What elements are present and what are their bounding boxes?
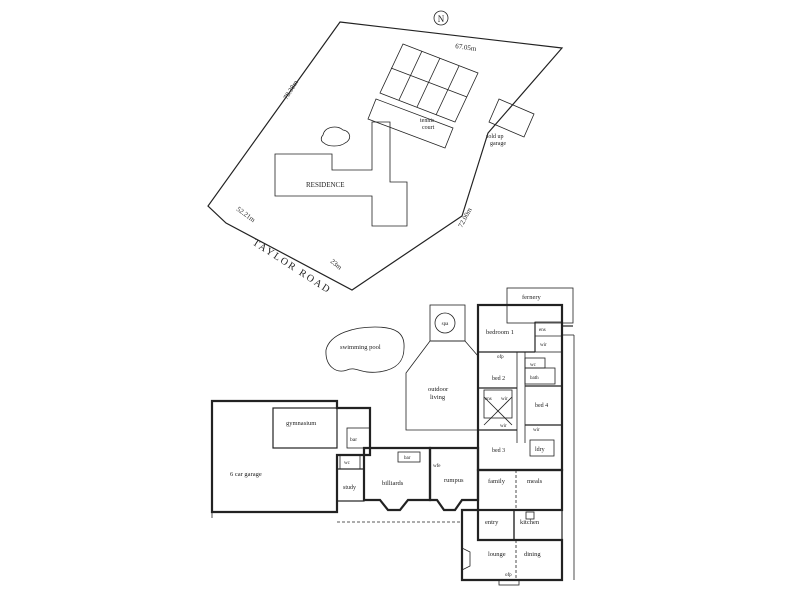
site-plan: N 67.05m 78.38m 52.21m 72.00m 23m TAYLOR… [207, 10, 564, 296]
laundry-outline [529, 439, 555, 457]
bar2-outline [397, 451, 421, 463]
bed2-label: bed 2 [492, 376, 505, 382]
dim-road-frontage: 23m [329, 257, 344, 271]
rumpus-label: rumpus [444, 477, 464, 484]
dim-top-boundary: 67.05m [455, 42, 478, 53]
tennis-court: tennis court [367, 43, 479, 149]
house-floor-plan: fernery spa outdoor living swimming pool… [210, 287, 575, 586]
site-garage: sold up garage [486, 98, 535, 147]
dim-bottom-left: 52.21m [235, 205, 257, 224]
family-meals-walls [476, 468, 564, 512]
tennis-court-label-2: court [422, 125, 435, 131]
ens-label: ens [539, 328, 546, 333]
bed4-label: bed 4 [535, 403, 548, 409]
outdoor-living-label-1: outdoor [428, 386, 449, 393]
swimming-pool-label: swimming pool [340, 344, 381, 351]
wc2-outline [339, 454, 361, 470]
tennis-court-label-1: tennis [420, 118, 435, 124]
residence-label: RESIDENCE [306, 181, 345, 189]
ens2-label: ens [485, 397, 492, 402]
lounge-label: lounge [488, 551, 506, 558]
garage-label: 6 car garage [230, 471, 262, 478]
wir1-label: wir [540, 343, 547, 348]
bath-outline [524, 367, 556, 385]
bar2-label: bar [404, 456, 411, 461]
wir4-label: wir [533, 428, 540, 433]
bath-label: bath [530, 376, 539, 381]
residence-footprint [274, 121, 408, 227]
ensuite-outline [534, 321, 563, 353]
ens2-outline [483, 389, 513, 419]
spa-label: spa [442, 322, 449, 327]
fireplace-icon [498, 579, 520, 586]
bar-label: bar [350, 437, 357, 443]
wir2-label: wir [501, 397, 508, 402]
wir3-label: wir [500, 424, 507, 429]
site-garage-label-1: sold up [486, 134, 504, 140]
wfe-label: wfe [433, 464, 441, 469]
kitchen-label: kitchen [520, 519, 540, 526]
fernery-label: fernery [522, 294, 542, 301]
ofp-label: ofp [497, 355, 504, 360]
bar-outline [346, 427, 371, 449]
site-pool [320, 126, 351, 147]
dim-left-boundary: 78.38m [282, 78, 300, 101]
garage-walls [210, 399, 372, 514]
ofp2-label: ofp [505, 573, 512, 578]
north-arrow-icon: N [433, 10, 449, 26]
site-garage-label-2: garage [490, 141, 506, 147]
gymnasium-label: gymnasium [286, 420, 316, 427]
road-name: TAYLOR ROAD [250, 237, 333, 296]
study-label: study [343, 485, 356, 491]
lounge-bay-window [461, 547, 471, 571]
dining-label: dining [524, 551, 541, 558]
swimming-pool [325, 326, 405, 373]
bedroom1-label: bedroom 1 [486, 329, 514, 336]
meals-label: meals [527, 478, 543, 485]
wc2-label: wc [344, 461, 351, 466]
family-label: family [488, 478, 506, 485]
ldry-label: ldry [535, 447, 545, 453]
north-symbol-text: N [438, 14, 445, 24]
spa-tub [434, 312, 456, 334]
rumpus-walls [428, 446, 480, 512]
site-boundary [207, 21, 564, 291]
wc-label: wc [530, 363, 537, 368]
outdoor-living-label-2: living [430, 394, 446, 401]
gymnasium-outline [272, 407, 338, 449]
lounge-dining-walls [460, 508, 564, 582]
bed3-label: bed 3 [492, 448, 505, 454]
entry-label: entry [485, 519, 499, 526]
billiards-label: billiards [382, 480, 404, 487]
stove-icon [525, 511, 535, 520]
